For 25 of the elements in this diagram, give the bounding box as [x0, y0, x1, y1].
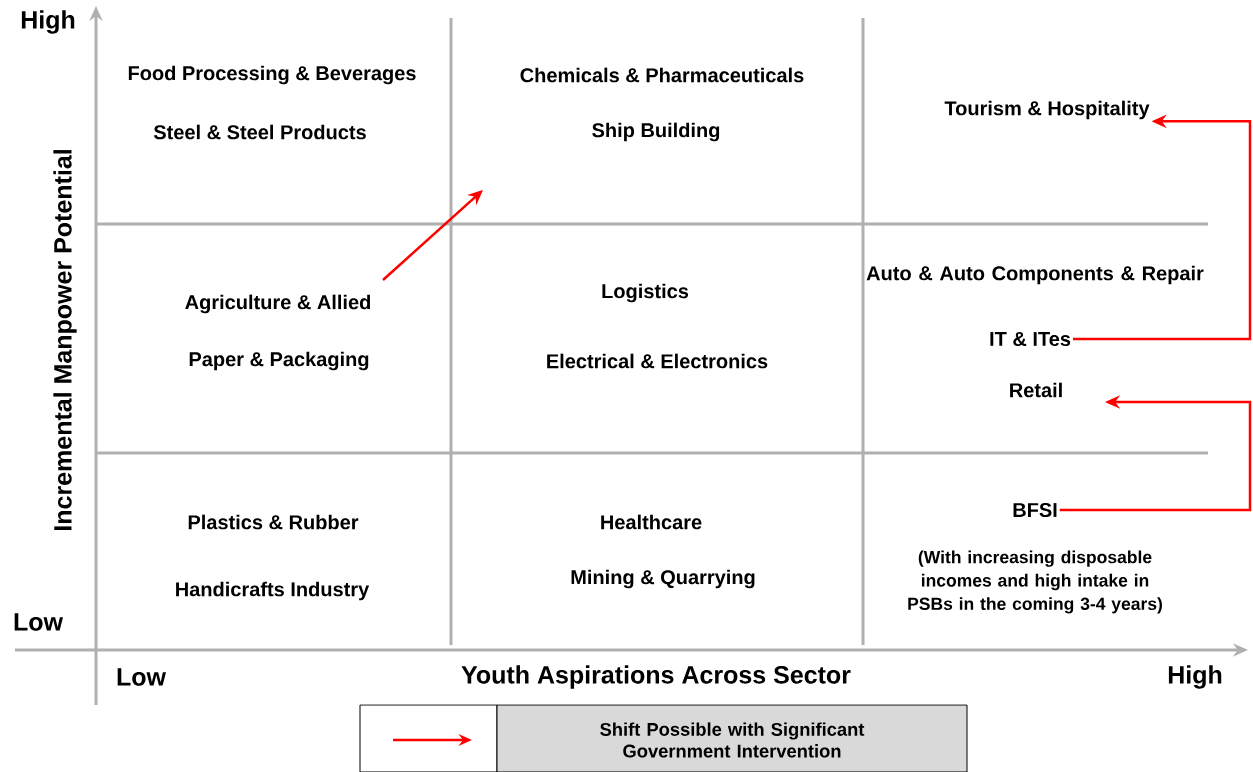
- legend-text: Shift Possible with Significant Government Intervention: [600, 722, 865, 758]
- axis-label: High: [21, 10, 75, 34]
- axis-label: Youth Aspirations Across Sector: [461, 665, 851, 689]
- axis-label: High: [1168, 665, 1222, 689]
- sector-label: Paper & Packaging: [189, 351, 369, 371]
- sector-label: Plastics & Rubber: [188, 514, 359, 530]
- axis-label: Low: [14, 613, 64, 631]
- sector-label: Mining & Quarrying: [571, 569, 755, 589]
- sector-label: Agriculture & Allied: [185, 294, 370, 314]
- sector-label: Chemicals & Pharmaceuticals: [520, 67, 804, 83]
- sector-label: Handicrafts Industry: [176, 581, 370, 601]
- sector-label: BFSI: [1013, 502, 1057, 518]
- sector-label: Steel & Steel Products: [153, 124, 366, 140]
- sector-label: Auto & Auto Components & Repair: [866, 265, 1204, 285]
- sector-label: Ship Building: [592, 122, 720, 142]
- sector-label: Healthcare: [601, 514, 702, 530]
- sector-label: Food Processing & Beverages: [128, 65, 416, 85]
- sector-label: Tourism & Hospitality: [944, 100, 1150, 120]
- axis-label: Incremental Manpower Potential: [53, 150, 77, 530]
- axis-label: Low: [117, 668, 167, 686]
- sector-label: Electrical & Electronics: [547, 353, 768, 369]
- sector-label: Retail: [1010, 382, 1062, 398]
- sector-label: Logistics: [602, 283, 689, 303]
- sector-label: IT & ITes: [990, 332, 1071, 346]
- note-text: (With increasing disposable incomes and high intake in PSBs in the coming 3-4 years): [908, 550, 1162, 614]
